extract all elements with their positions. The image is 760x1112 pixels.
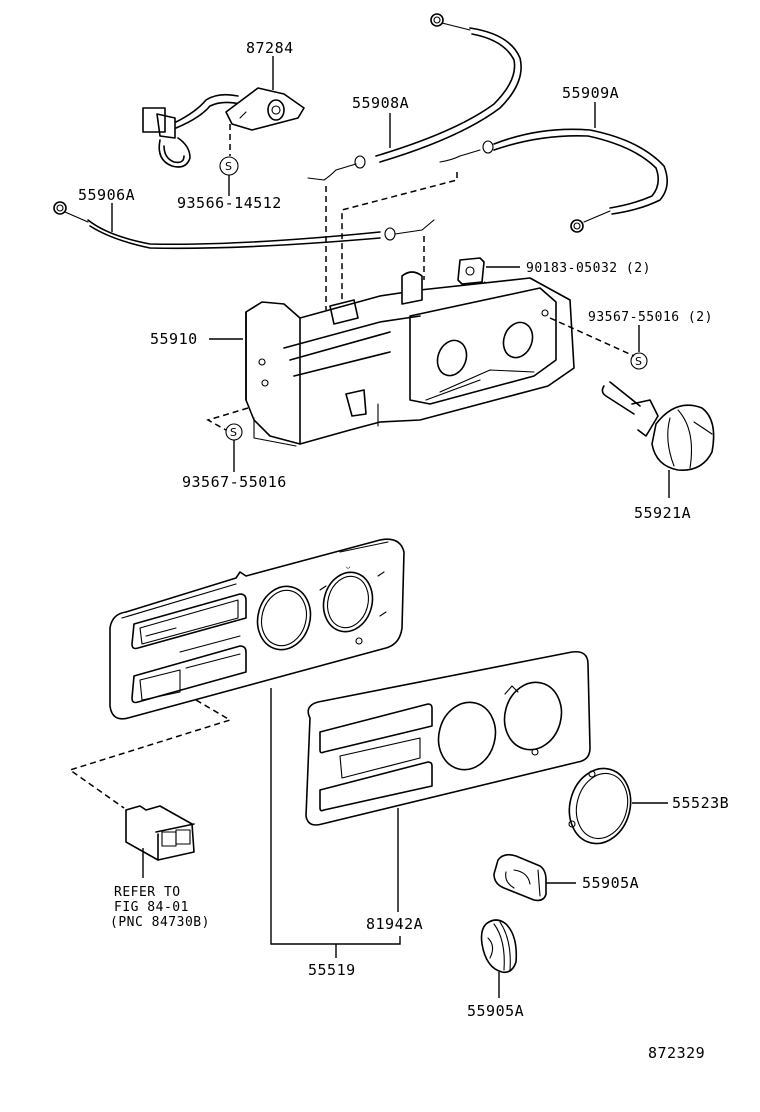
illustration-number: 872329 <box>648 1044 705 1062</box>
reference-note-line1: REFER TO <box>114 885 181 900</box>
part-55908A-drawing <box>307 13 522 181</box>
label-55905A-1: 55905A <box>582 874 639 892</box>
dashed-guide-93567-left <box>206 407 249 431</box>
part-55906A-drawing <box>53 201 435 250</box>
label-90183-05032: 90183-05032 (2) <box>526 261 651 276</box>
label-55908A: 55908A <box>352 94 409 112</box>
part-55905A-knob2-drawing <box>480 919 518 974</box>
part-switch-drawing <box>125 805 195 861</box>
part-87284-drawing <box>142 87 305 168</box>
label-93566-14512: 93566-14512 <box>177 194 282 212</box>
part-55905A-knob1-drawing <box>493 853 547 902</box>
dashed-guide-93567-right <box>549 317 635 357</box>
part-90183-drawing <box>457 257 485 285</box>
label-55910: 55910 <box>150 330 198 348</box>
label-55519: 55519 <box>308 961 356 979</box>
part-55523B-drawing <box>568 767 632 845</box>
dashed-guide-switch <box>68 699 232 809</box>
label-55523B: 55523B <box>672 794 729 812</box>
label-93567-55016-2: 93567-55016 (2) <box>588 310 713 325</box>
part-upper-panel-drawing: ᵕ <box>109 538 405 720</box>
label-81942A: 81942A <box>366 915 423 933</box>
label-55905A-2: 55905A <box>467 1002 524 1020</box>
svg-text:ᵕ: ᵕ <box>346 562 351 575</box>
part-55909A-drawing <box>439 128 668 233</box>
reference-note-line2: FIG 84-01 <box>114 900 189 915</box>
svg-text:S: S <box>225 160 232 173</box>
label-55906A: 55906A <box>78 186 135 204</box>
screw-symbol-93567-right: S <box>630 352 648 370</box>
part-55910-drawing <box>245 271 575 447</box>
screw-symbol-93567-left: S <box>225 423 243 441</box>
label-93567-55016: 93567-55016 <box>182 473 287 491</box>
part-55921A-drawing <box>601 381 715 471</box>
svg-text:S: S <box>635 355 642 368</box>
label-55909A: 55909A <box>562 84 619 102</box>
reference-note-line3: (PNC 84730B) <box>110 915 210 930</box>
dashed-guide-55909A <box>341 172 458 302</box>
screw-symbol-93566: S <box>219 156 239 176</box>
label-87284: 87284 <box>246 39 294 57</box>
svg-text:S: S <box>230 426 237 439</box>
label-55921A: 55921A <box>634 504 691 522</box>
part-81942A-drawing <box>305 650 591 826</box>
